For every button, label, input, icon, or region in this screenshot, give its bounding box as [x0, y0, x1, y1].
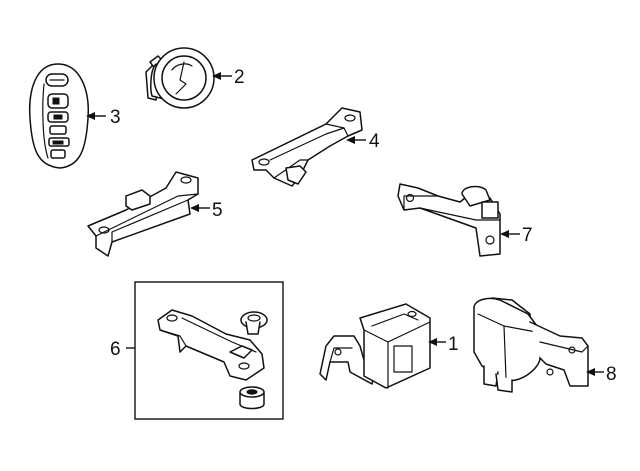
bracket-part-7: [397, 183, 501, 257]
ignition-switch-part: [145, 47, 215, 109]
push-clip-in-kit: [240, 311, 268, 335]
callout-7: 7: [500, 225, 533, 246]
bracket-part-4: [251, 107, 363, 187]
key-fob-part: [28, 63, 89, 169]
control-module-part: [319, 303, 431, 389]
callout-1: 1: [428, 334, 459, 355]
callout-3: 3: [86, 107, 121, 128]
bracket-part-5: [87, 171, 199, 257]
callout-6: 6: [110, 339, 135, 360]
callout-4-label: 4: [369, 131, 380, 152]
callout-6-label: 6: [110, 339, 121, 360]
callout-8: 8: [586, 364, 617, 385]
sensor-module-part: [473, 297, 589, 393]
callout-5: 5: [190, 200, 223, 221]
callout-8-label: 8: [606, 364, 617, 385]
callout-3-label: 3: [110, 107, 121, 128]
kit-frame: [134, 281, 284, 420]
callout-7-label: 7: [522, 225, 533, 246]
callout-2: 2: [212, 67, 245, 88]
callout-2-label: 2: [234, 67, 245, 88]
bracket-in-kit: [157, 309, 265, 381]
callout-4: 4: [346, 131, 380, 152]
callout-1-label: 1: [448, 334, 459, 355]
callout-5-label: 5: [212, 200, 223, 221]
grommet-in-kit: [239, 386, 265, 410]
